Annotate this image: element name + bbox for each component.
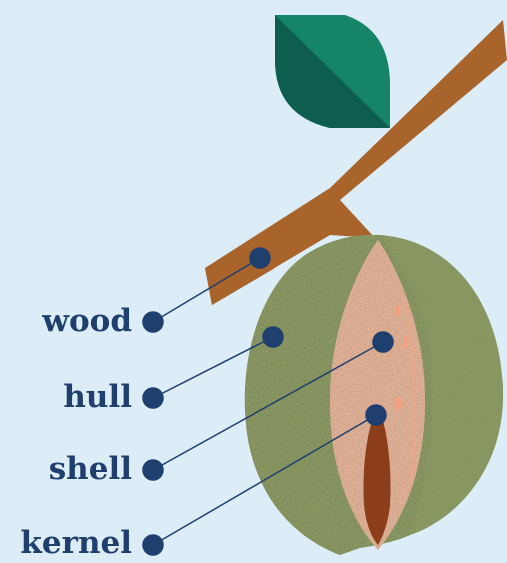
shell-pointer-dot bbox=[373, 332, 393, 352]
label-wood: wood bbox=[42, 306, 132, 337]
label-hull: hull bbox=[63, 382, 132, 413]
almond-icon bbox=[245, 235, 503, 555]
kernel-pointer-dot bbox=[366, 405, 386, 425]
leaf-icon bbox=[275, 15, 390, 128]
shell-label-dot bbox=[143, 460, 163, 480]
kernel-label-dot bbox=[143, 535, 163, 555]
label-kernel: kernel bbox=[20, 528, 132, 559]
hull-label-dot bbox=[143, 388, 163, 408]
label-shell: shell bbox=[49, 454, 132, 485]
hull-pointer-dot bbox=[263, 327, 283, 347]
wood-label-dot bbox=[143, 312, 163, 332]
wood-pointer-dot bbox=[250, 248, 270, 268]
